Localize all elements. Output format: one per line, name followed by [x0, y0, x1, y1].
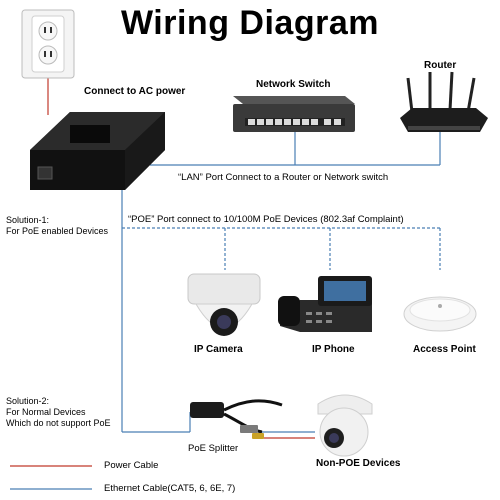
wall-outlet-icon: [21, 9, 75, 79]
ip-phone-icon: [278, 276, 372, 332]
solution1-title: Solution-1:: [6, 215, 50, 225]
router-label: Router: [424, 60, 457, 71]
solution2-title: Solution-2:: [6, 396, 50, 406]
solution2-desc-1: For Normal Devices: [6, 407, 86, 417]
access-point-label: Access Point: [413, 344, 476, 355]
poe-splitter-label: PoE Splitter: [188, 443, 239, 454]
legend-power-label: Power Cable: [104, 460, 159, 471]
diagram-title: Wiring Diagram: [121, 4, 379, 42]
non-poe-camera-icon: [317, 394, 373, 457]
solution2-desc-2: Which do not support PoE: [6, 418, 111, 428]
poe-splitter-icon: [190, 399, 283, 439]
solution1-desc: For PoE enabled Devices: [6, 226, 109, 236]
network-switch-icon: [233, 96, 355, 132]
ac-power-label: Connect to AC power: [84, 86, 186, 97]
poe-port-label: “POE” Port connect to 10/100M PoE Device…: [128, 214, 404, 225]
ip-camera-icon: [187, 273, 261, 336]
poe-injector-icon: [30, 112, 165, 190]
non-poe-devices-label: Non-POE Devices: [316, 458, 401, 469]
legend-ethernet-label: Ethernet Cable(CAT5, 6, 6E, 7): [104, 483, 236, 494]
lan-port-label: “LAN” Port Connect to a Router or Networ…: [178, 172, 389, 183]
router-icon: [400, 71, 488, 132]
ip-phone-label: IP Phone: [312, 344, 355, 355]
access-point-icon: [403, 296, 477, 332]
network-switch-label: Network Switch: [256, 79, 331, 90]
ip-camera-label: IP Camera: [194, 344, 243, 355]
